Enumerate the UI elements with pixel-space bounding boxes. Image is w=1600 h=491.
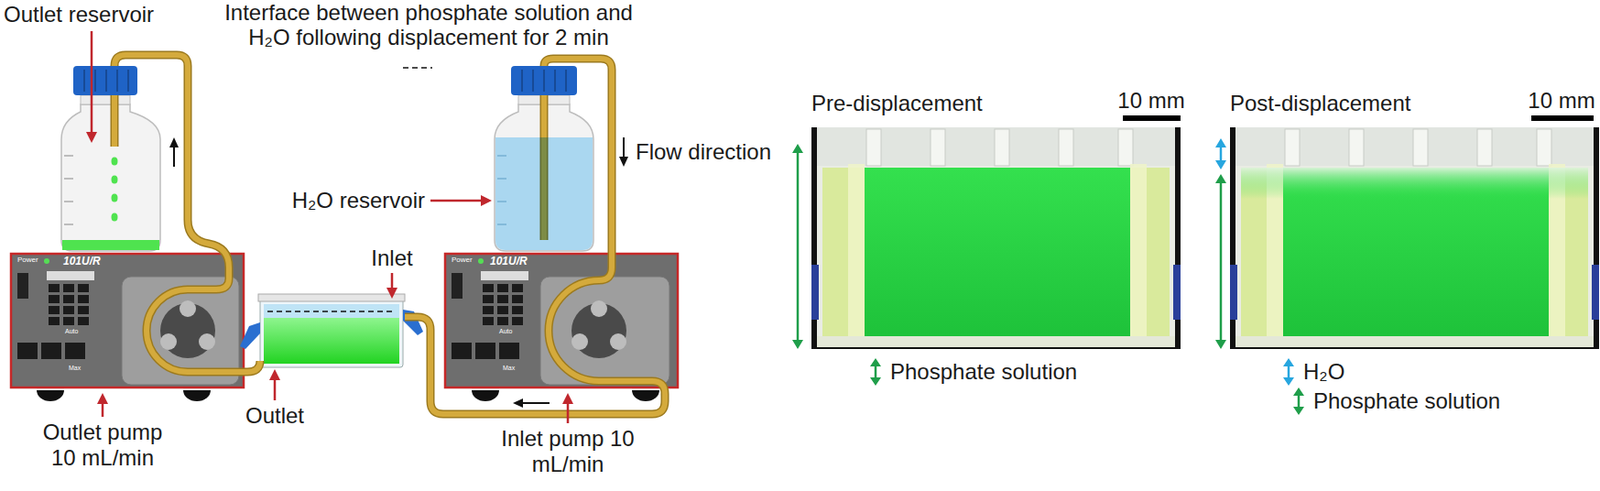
height-arrows xyxy=(792,138,1227,349)
figure-label: Flow direction xyxy=(635,139,772,165)
figure-label: Inlet xyxy=(359,245,425,272)
node-text: Auto xyxy=(65,327,78,336)
photo-panel: Pre-displacement xyxy=(802,87,1184,353)
node-text: Power xyxy=(17,255,39,265)
node-text: Pre-displacement xyxy=(811,89,983,117)
node-text: Auto xyxy=(499,327,512,336)
outlet-pump xyxy=(10,253,244,402)
figure-label: 10 mm xyxy=(1520,87,1600,114)
figure-label: Outlet xyxy=(238,402,312,429)
figure-label: Interface between phosphate solution and… xyxy=(210,0,647,50)
flow-chamber xyxy=(239,293,424,368)
node-text: Post-displacement xyxy=(1229,89,1411,117)
pump-box: Power 101U/R AutoMax xyxy=(10,252,245,391)
legend-samples xyxy=(870,358,1305,415)
interface-marker xyxy=(402,66,433,69)
photo-post xyxy=(1229,127,1600,349)
flow-arrows xyxy=(169,137,629,408)
node-text: Max xyxy=(68,364,81,372)
callout-arrows xyxy=(86,31,574,424)
legend-text: H₂O xyxy=(1303,359,1345,385)
outlet-bottle xyxy=(61,65,161,251)
figure-label: H₂O reservoir xyxy=(292,187,425,214)
photo-panel: Post-displacement xyxy=(1225,87,1600,353)
figure-label: Inlet pump 10 mL/min xyxy=(499,425,637,478)
node-text: 101U/R xyxy=(489,254,528,268)
figure-label: 10 mm xyxy=(1110,87,1193,114)
scale-bar xyxy=(1122,115,1181,121)
water-bottle xyxy=(494,65,594,251)
legend-text: Phosphate solution xyxy=(1313,388,1501,414)
node-text: 101U/R xyxy=(63,254,101,268)
node-text: Max xyxy=(502,364,515,372)
photo-pre xyxy=(811,127,1181,349)
figure-label: Outlet pump 10 mL/min xyxy=(33,419,172,471)
scale-bar xyxy=(1531,115,1594,121)
tubing xyxy=(114,54,665,414)
pump-box: Power 101U/R AutoMax xyxy=(444,252,674,391)
legend-text: Phosphate solution xyxy=(890,359,1078,385)
figure-label: Outlet reservoir xyxy=(3,1,154,28)
node-text: Power xyxy=(451,255,473,265)
